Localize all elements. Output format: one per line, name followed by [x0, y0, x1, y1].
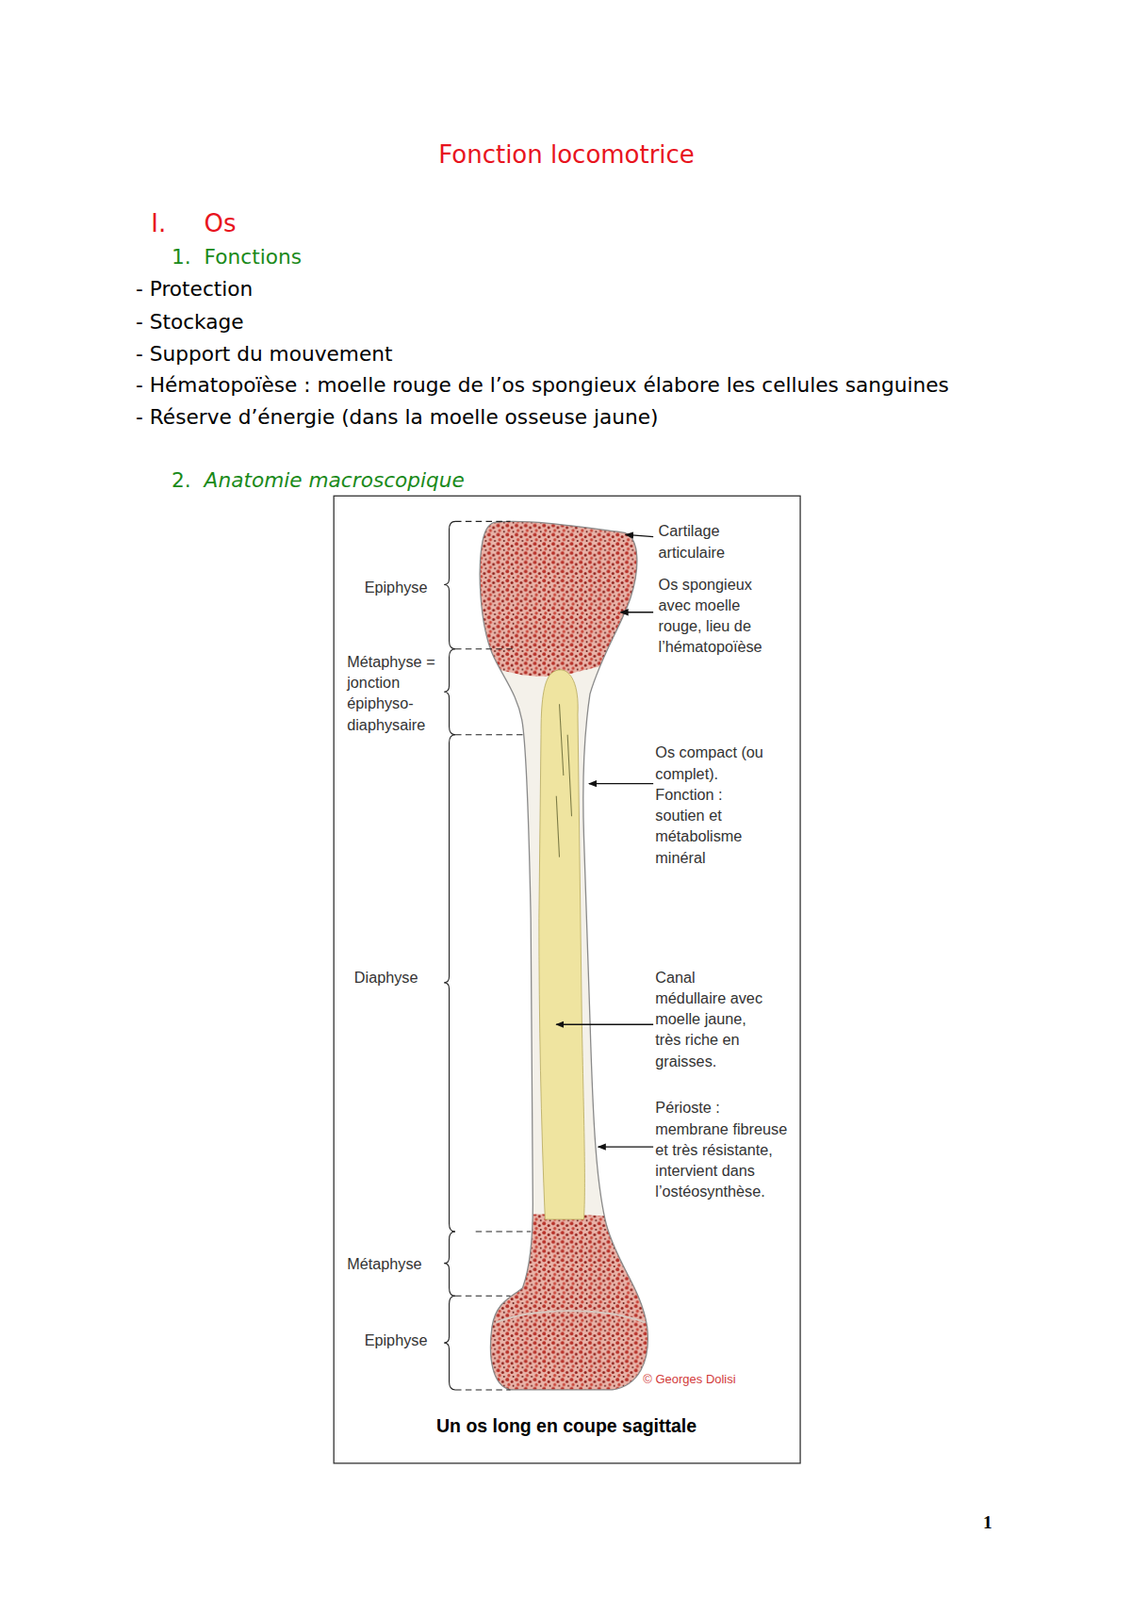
- leader-arrow: [598, 1147, 654, 1148]
- dashed-line: [455, 734, 523, 736]
- yellow-marrow: [539, 670, 586, 1220]
- figure-frame: [333, 495, 801, 1464]
- dashed-line: [455, 1295, 510, 1297]
- brace: [443, 1295, 456, 1391]
- region-label: Epiphyse: [364, 576, 428, 598]
- dashed-limits: [455, 521, 531, 1391]
- part-label: Périoste : membrane fibreuse et très rés…: [655, 1097, 788, 1202]
- page-title: Fonction locomotrice: [260, 139, 873, 172]
- brace: [443, 735, 456, 1232]
- leader-arrow: [556, 1024, 654, 1026]
- marrow-texture: [556, 704, 572, 857]
- copyright-note: © Georges Dolisi: [642, 1371, 736, 1389]
- dashed-line: [455, 648, 513, 650]
- section-heading: Os: [204, 207, 237, 242]
- page-number: 1: [983, 1510, 993, 1537]
- subsection-number: 2.: [171, 466, 192, 495]
- part-label: Cartilage articulaire: [658, 520, 761, 563]
- list-item: - Réserve d’énergie (dans la moelle osse…: [135, 403, 1055, 432]
- part-label: Os compact (ou complet). Fonction : sout…: [655, 741, 764, 869]
- periosteum-outline: [479, 521, 648, 1390]
- dashed-line: [455, 521, 510, 523]
- list-item: - Stockage: [135, 308, 1055, 337]
- brace: [443, 521, 456, 649]
- region-label: Métaphyse: [346, 1253, 422, 1275]
- dashed-line: [455, 1389, 510, 1391]
- region-label: Diaphyse: [354, 967, 419, 988]
- leader-arrow: [625, 534, 654, 537]
- braces: [443, 521, 456, 1391]
- subsection-heading: Fonctions: [204, 243, 302, 272]
- leader-arrows: [556, 534, 654, 1148]
- figure-caption: Un os long en coupe sagittale: [336, 1414, 796, 1439]
- leader-arrow: [589, 783, 654, 785]
- subsection-heading: Anatomie macroscopique: [204, 466, 465, 495]
- brace: [443, 649, 456, 736]
- list-item: - Support du mouvement: [135, 340, 1055, 369]
- list-item: - Hématopoïèse : moelle rouge de l’os sp…: [135, 371, 1055, 400]
- list-item: - Protection: [135, 275, 1055, 304]
- brace: [443, 1231, 456, 1296]
- epiphyseal-line: [495, 1311, 645, 1323]
- section-number: I.: [150, 207, 166, 242]
- long-bone: [469, 509, 654, 1409]
- region-label: Epiphyse: [364, 1329, 428, 1351]
- dashed-line: [475, 1231, 531, 1233]
- spongy-bone-top: [469, 509, 654, 676]
- leader-arrow: [620, 611, 654, 613]
- part-label: Os spongieux avec moelle rouge, lieu de …: [658, 573, 784, 658]
- region-label: Métaphyse = jonction épiphyso-diaphysair…: [346, 651, 445, 736]
- subsection-number: 1.: [171, 243, 192, 272]
- part-label: Canal médullaire avec moelle jaune, très…: [655, 967, 770, 1072]
